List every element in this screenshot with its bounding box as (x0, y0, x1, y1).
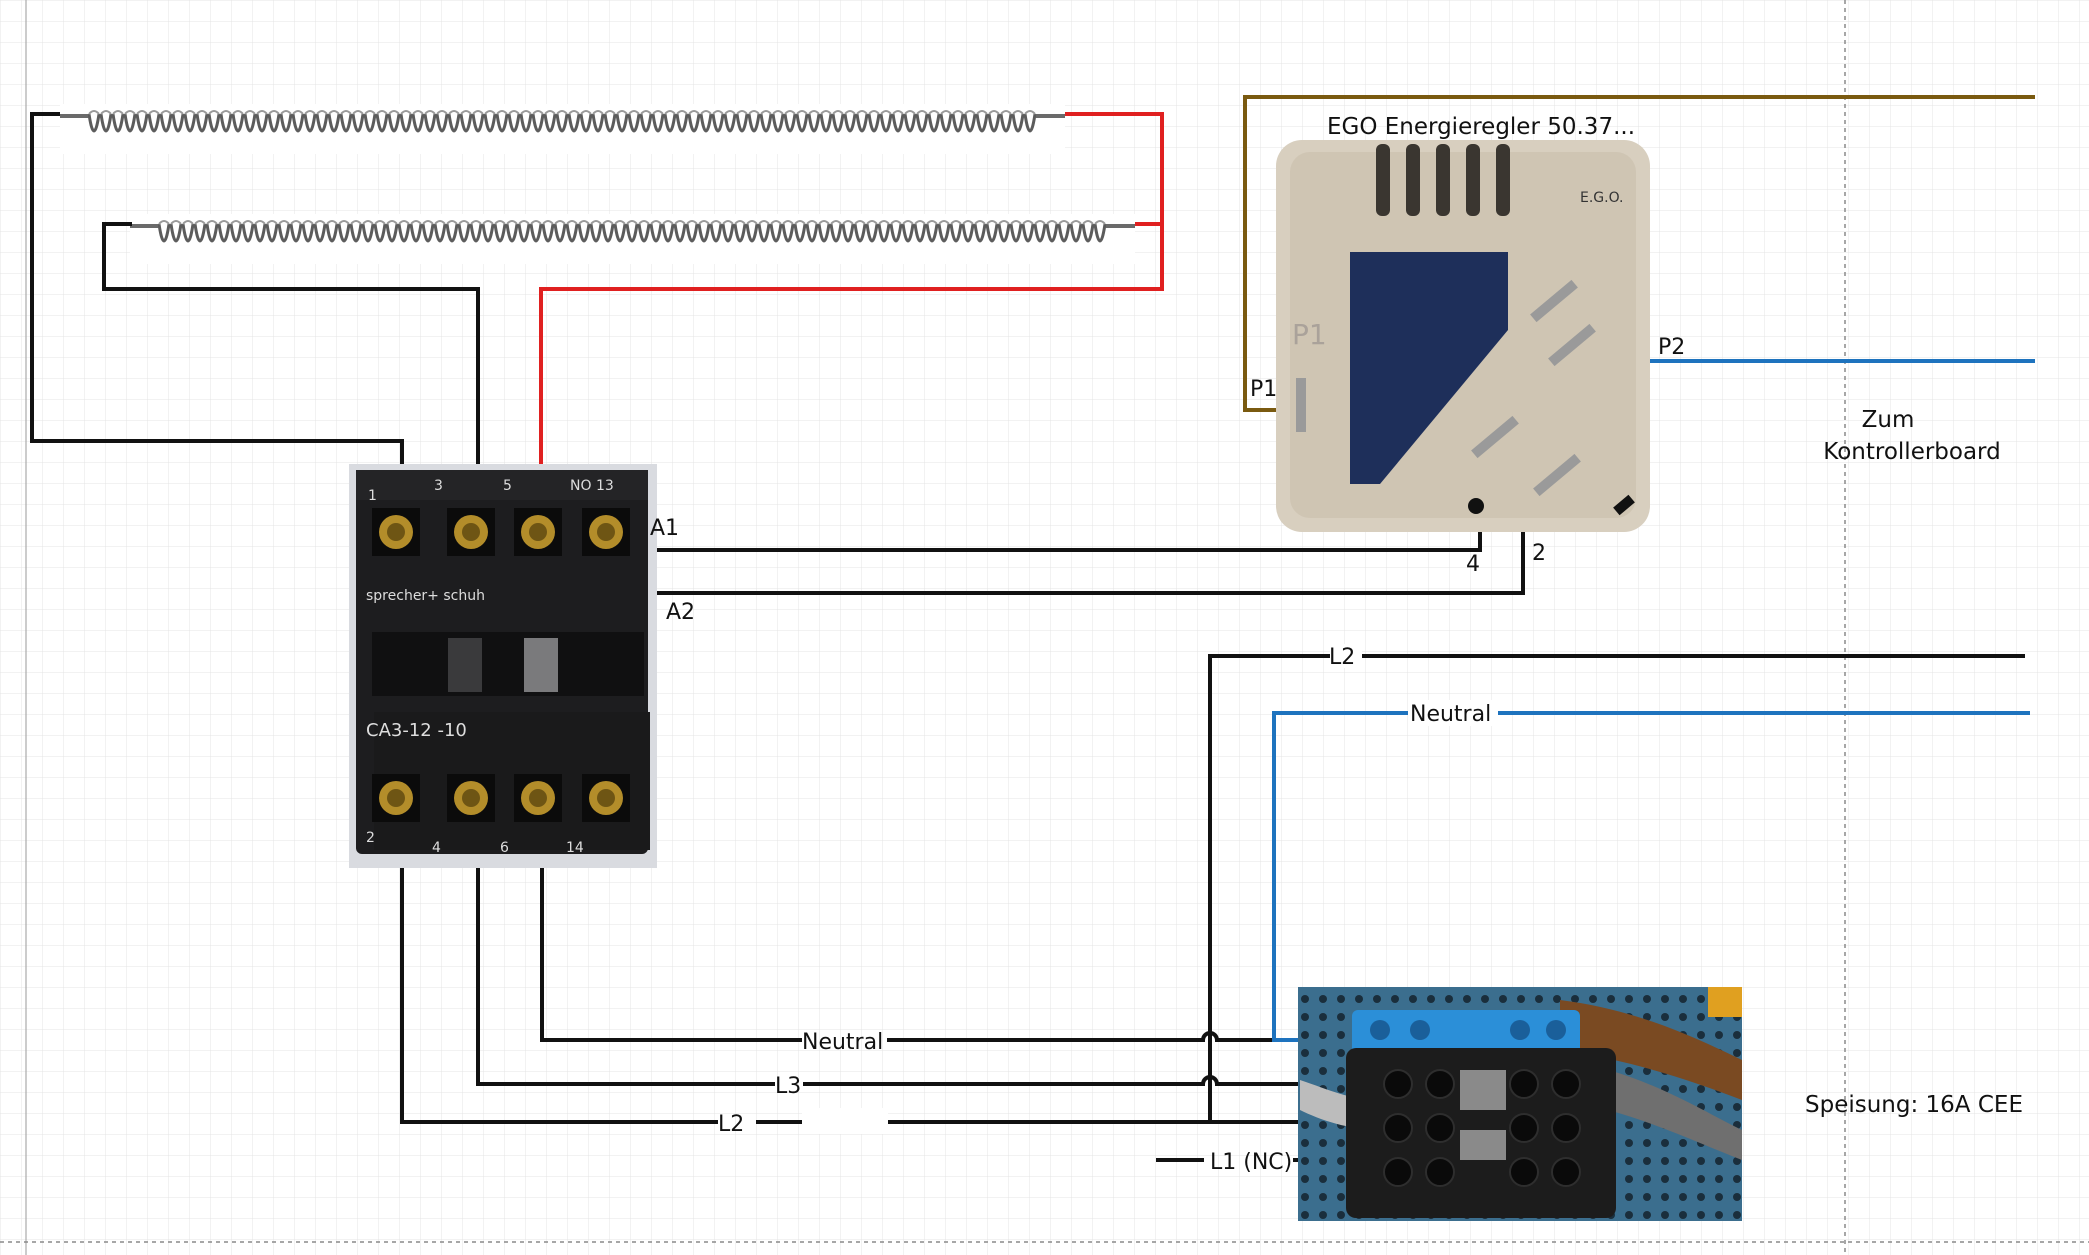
label-speisung: Speisung: 16A CEE (1805, 1092, 2023, 1118)
label-p2: P2 (1658, 335, 1685, 360)
terminal-block (1298, 987, 1742, 1221)
label-pin-4: 4 (1466, 552, 1480, 577)
red-wires (539, 112, 1164, 470)
svg-text:5: 5 (503, 478, 512, 494)
label-kontrollerboard: Kontrollerboard (1823, 439, 2000, 465)
heating-coil-1 (60, 104, 1065, 154)
contactor: 1 3 5 NO 13 sprecher+ schuh CA3-12 -10 2… (349, 464, 657, 868)
label-l3: L3 (775, 1074, 801, 1099)
ego-mark: E.G.O. (1580, 190, 1624, 206)
label-l2-bottom: L2 (718, 1112, 744, 1137)
wire-labels: EGO Energieregler 50.37... P1 P2 Zum Kon… (650, 114, 2023, 1175)
black-wires (30, 112, 2025, 1162)
svg-text:2: 2 (366, 830, 375, 846)
svg-text:6: 6 (500, 840, 509, 856)
label-p1: P1 (1250, 377, 1277, 402)
heating-coil-2 (130, 214, 1135, 264)
label-neutral-top: Neutral (1410, 702, 1491, 727)
svg-text:3: 3 (434, 478, 443, 494)
label-zum: Zum (1862, 407, 1915, 433)
contactor-top-terminals (372, 508, 630, 556)
label-l1-nc: L1 (NC) (1210, 1150, 1292, 1175)
label-l2-top: L2 (1329, 645, 1355, 670)
ego-title: EGO Energieregler 50.37... (1327, 114, 1635, 140)
svg-text:1: 1 (368, 488, 377, 504)
contactor-model: CA3-12 -10 (366, 720, 467, 741)
svg-text:NO 13: NO 13 (570, 478, 614, 494)
svg-text:P1: P1 (1292, 318, 1327, 351)
contactor-brand: sprecher+ schuh (366, 588, 485, 604)
label-a1: A1 (650, 516, 679, 541)
ego-energy-regulator: E.G.O. P1 (1276, 140, 1650, 532)
svg-text:4: 4 (432, 840, 441, 856)
contactor-bottom-terminals (372, 774, 630, 822)
label-pin-2: 2 (1532, 541, 1546, 566)
label-neutral-bottom: Neutral (802, 1030, 883, 1055)
label-a2: A2 (666, 600, 695, 625)
svg-text:14: 14 (566, 840, 584, 856)
